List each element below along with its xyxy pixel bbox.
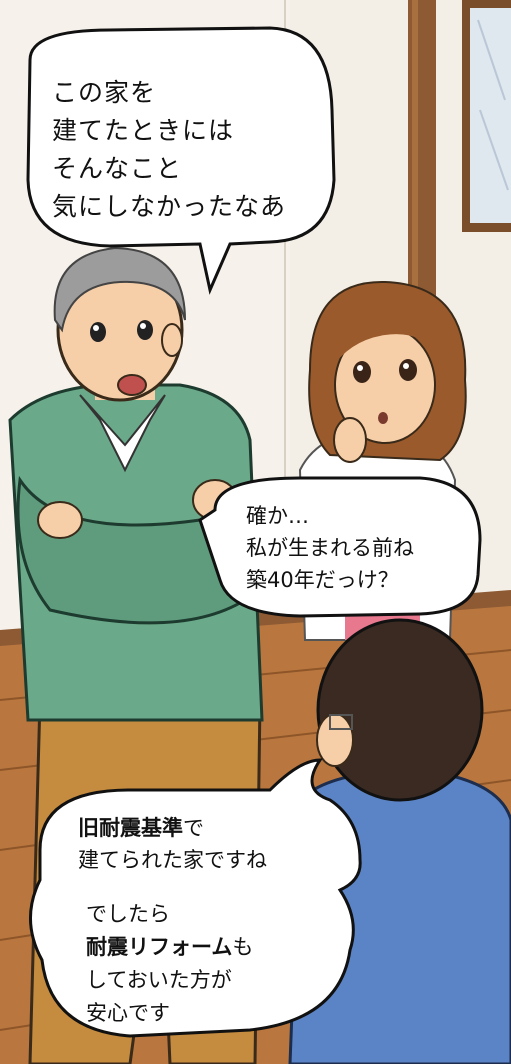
father-line-4: 気にしなかったなあ — [52, 192, 287, 221]
advisor-line-1-rest: で — [183, 816, 204, 840]
speech-bubble-advisor — [29, 758, 362, 1038]
advisor-line-3: でしたら — [86, 902, 170, 926]
advisor-line-6: 安心です — [86, 1001, 170, 1025]
advisor-speech-text-1: 旧耐震基準で 建てられた家ですね — [78, 812, 267, 876]
father-line-1: この家を — [52, 78, 157, 107]
daughter-line-3: 築40年だっけ？ — [246, 568, 399, 592]
daughter-line-1: 確か… — [246, 504, 309, 528]
daughter-speech-text: 確か… 私が生まれる前ね 築40年だっけ？ — [246, 500, 414, 596]
advisor-keyword-old-standard: 旧耐震基準 — [78, 816, 183, 840]
father-line-2: 建てたときには — [52, 116, 235, 145]
advisor-line-1: 旧耐震基準で — [78, 812, 267, 844]
speech-bubble-daughter — [198, 476, 482, 618]
father-speech-text: この家を 建てたときには そんなこと 気にしなかったなあ — [52, 74, 286, 226]
speech-bubble-father — [26, 26, 336, 295]
advisor-line-4: 耐震リフォームも — [86, 931, 253, 964]
advisor-speech-text-2: でしたら 耐震リフォームも しておいた方が 安心です — [86, 898, 253, 1030]
advisor-line-5: しておいた方が — [86, 968, 232, 992]
advisor-line-4-rest: も — [232, 935, 254, 959]
daughter-line-2: 私が生まれる前ね — [246, 536, 414, 560]
father-line-3: そんなこと — [52, 154, 183, 183]
advisor-keyword-retrofit: 耐震リフォーム — [86, 935, 233, 959]
advisor-line-2: 建てられた家ですね — [78, 848, 267, 872]
